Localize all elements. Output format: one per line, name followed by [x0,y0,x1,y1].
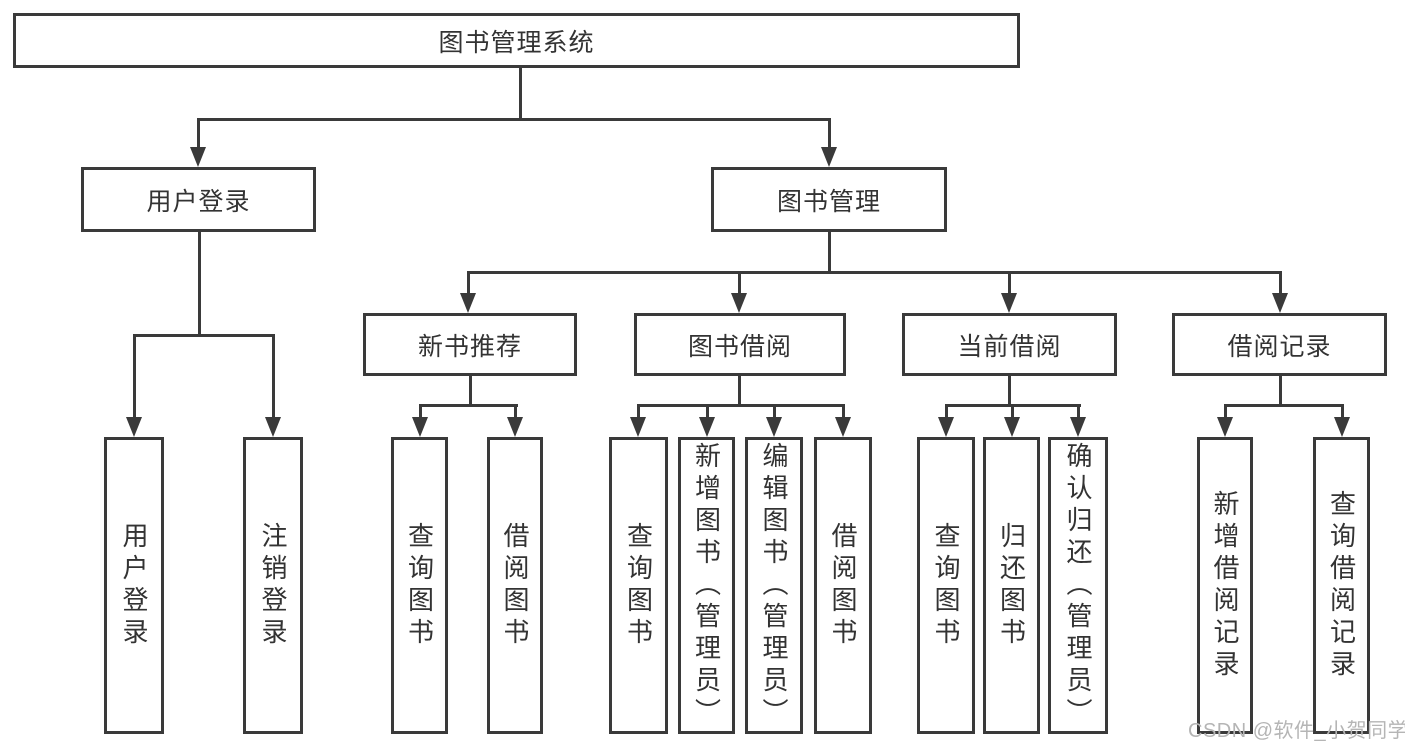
connector-drop-leaf [637,404,640,420]
connector-drop-section [1279,271,1282,296]
leaf-query-books-borrowing: 查询图书 [609,437,668,734]
connector-drop-leaf [773,404,776,420]
connector-drop-leaf [133,334,136,419]
connector-root-trunk [519,66,522,119]
connector-drop-leaf [514,404,517,420]
connector-section-trunk [738,374,741,407]
arrowhead-icon [731,293,747,313]
connector-group-branch [637,404,845,407]
arrowhead-icon [1272,293,1288,313]
leaf-label: 注销登录 [258,521,288,650]
connector-drop-leaf [706,404,709,420]
connector-book-mgmt-trunk [828,230,831,274]
leaf-return-books: 归还图书 [983,437,1040,734]
node-new-book-recommendation: 新书推荐 [363,313,577,376]
connector-section-trunk [1008,374,1011,407]
node-borrowing-records: 借阅记录 [1172,313,1387,376]
arrowhead-icon [265,417,281,437]
arrowhead-icon [1334,417,1350,437]
arrowhead-icon [1001,293,1017,313]
connector-drop-leaf [1077,404,1080,420]
node-user-login: 用户登录 [81,167,316,232]
connector-drop-leaf [945,404,948,420]
arrowhead-icon [938,417,954,437]
connector-drop-leaf [272,334,275,419]
connector-section-trunk [1279,374,1282,407]
connector-level2-branch [197,118,831,121]
connector-drop-leaf [1341,404,1344,420]
arrowhead-icon [1004,417,1020,437]
node-library-management-system: 图书管理系统 [13,13,1020,68]
connector-user-login-branch [133,334,275,337]
leaf-label: 查询借阅记录 [1326,489,1357,682]
arrowhead-icon [507,417,523,437]
arrowhead-icon [1217,417,1233,437]
connector-drop-leaf [1224,404,1227,420]
node-book-borrowing: 图书借阅 [634,313,846,376]
node-current-borrowing: 当前借阅 [902,313,1117,376]
connector-section-trunk [469,374,472,407]
connector-drop-book-mgmt [828,118,831,150]
arrowhead-icon [1070,417,1086,437]
leaf-query-borrow-record: 查询借阅记录 [1313,437,1370,734]
node-book-management: 图书管理 [711,167,947,232]
arrowhead-icon [190,147,206,167]
arrowhead-icon [835,417,851,437]
connector-drop-section [738,271,741,296]
leaf-logout: 注销登录 [243,437,303,734]
connector-drop-user-login [197,118,200,150]
connector-group-branch [1224,404,1344,407]
leaf-confirm-return-admin: 确认归还（管理员） [1048,437,1108,734]
leaf-borrow-books: 借阅图书 [814,437,872,734]
leaf-query-books-recommend: 查询图书 [391,437,448,734]
leaf-label: 新增借阅记录 [1210,489,1240,682]
leaf-label: 归还图书 [996,521,1027,650]
leaf-label: 新增图书（管理员） [691,441,722,730]
leaf-label: 用户登录 [119,521,149,650]
arrowhead-icon [766,417,782,437]
leaf-query-books-current: 查询图书 [917,437,975,734]
arrowhead-icon [126,417,142,437]
leaf-label: 借阅图书 [500,521,530,650]
arrowhead-icon [821,147,837,167]
leaf-label: 借阅图书 [828,521,858,650]
arrowhead-icon [412,417,428,437]
connector-drop-section [467,271,470,296]
arrowhead-icon [460,293,476,313]
leaf-edit-books-admin: 编辑图书（管理员） [745,437,803,734]
leaf-add-borrow-record: 新增借阅记录 [1197,437,1253,734]
leaf-label: 编辑图书（管理员） [759,441,789,730]
connector-drop-leaf [419,404,422,420]
connector-user-login-trunk [198,230,201,336]
arrowhead-icon [630,417,646,437]
leaf-borrow-books-recommend: 借阅图书 [487,437,543,734]
leaf-label: 查询图书 [623,521,654,650]
leaf-user-login: 用户登录 [104,437,164,734]
connector-drop-leaf [1011,404,1014,420]
leaf-label: 确认归还（管理员） [1063,441,1093,730]
connector-sections-branch [467,271,1282,274]
watermark: CSDN @软件_小贺同学 [1188,720,1405,742]
leaf-add-books-admin: 新增图书（管理员） [678,437,735,734]
connector-group-branch [419,404,518,407]
leaf-label: 查询图书 [404,521,435,650]
leaf-label: 查询图书 [931,521,961,650]
connector-drop-section [1008,271,1011,296]
connector-drop-leaf [842,404,845,420]
arrowhead-icon [699,417,715,437]
